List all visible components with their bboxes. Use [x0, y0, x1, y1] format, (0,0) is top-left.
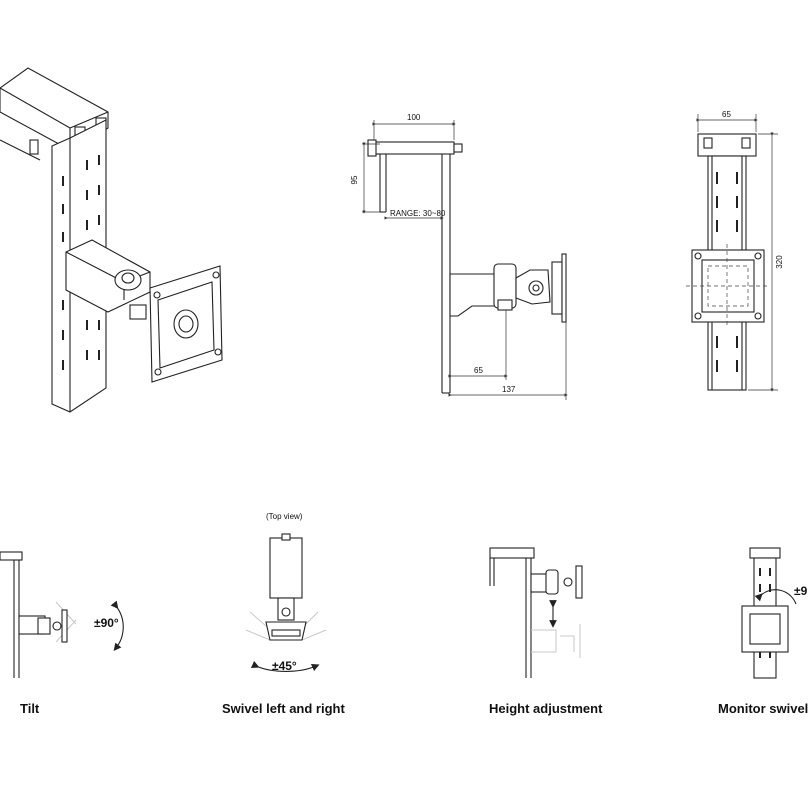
swivel-caption: Swivel left and right	[222, 701, 345, 716]
side-vesa-plate	[551, 261, 563, 315]
dim-range: RANGE: 30~80	[390, 209, 446, 218]
isometric-view	[0, 67, 223, 413]
tilt-angle-label: ±90°	[94, 616, 119, 630]
rotation-angle-label: ±9	[794, 584, 808, 598]
front-view: 65 320	[686, 110, 784, 392]
feature-height: Height adjustment	[489, 547, 603, 716]
iso-clamp-bolt	[29, 139, 39, 155]
feature-rotation: ±9 Monitor swivel	[718, 547, 808, 716]
height-caption: Height adjustment	[489, 701, 603, 716]
dim-top-height: 95	[350, 175, 359, 184]
side-clamp-bar	[371, 141, 455, 155]
tilt-caption: Tilt	[20, 701, 40, 716]
rotation-caption: Monitor swivel	[718, 701, 808, 716]
iso-vesa-hub	[173, 309, 199, 339]
dim-arm-short: 65	[474, 366, 483, 375]
swivel-angle-label: ±45°	[272, 659, 297, 673]
iso-tilt-knob	[129, 304, 147, 320]
swivel-post	[269, 537, 303, 599]
dim-top-width: 100	[407, 113, 421, 122]
dim-arm-long: 137	[502, 385, 516, 394]
feature-swivel: (Top view) ±45° Swivel left and right	[222, 512, 345, 716]
side-view: 100 95 RANGE: 30~80 65 137	[350, 113, 568, 400]
dim-front-height: 320	[775, 255, 784, 269]
front-post-slots	[716, 172, 738, 372]
top-view-note: (Top view)	[266, 512, 303, 521]
iso-post-slots	[62, 155, 100, 370]
dim-front-width: 65	[722, 110, 731, 119]
feature-tilt: ±90° Tilt	[0, 551, 124, 716]
